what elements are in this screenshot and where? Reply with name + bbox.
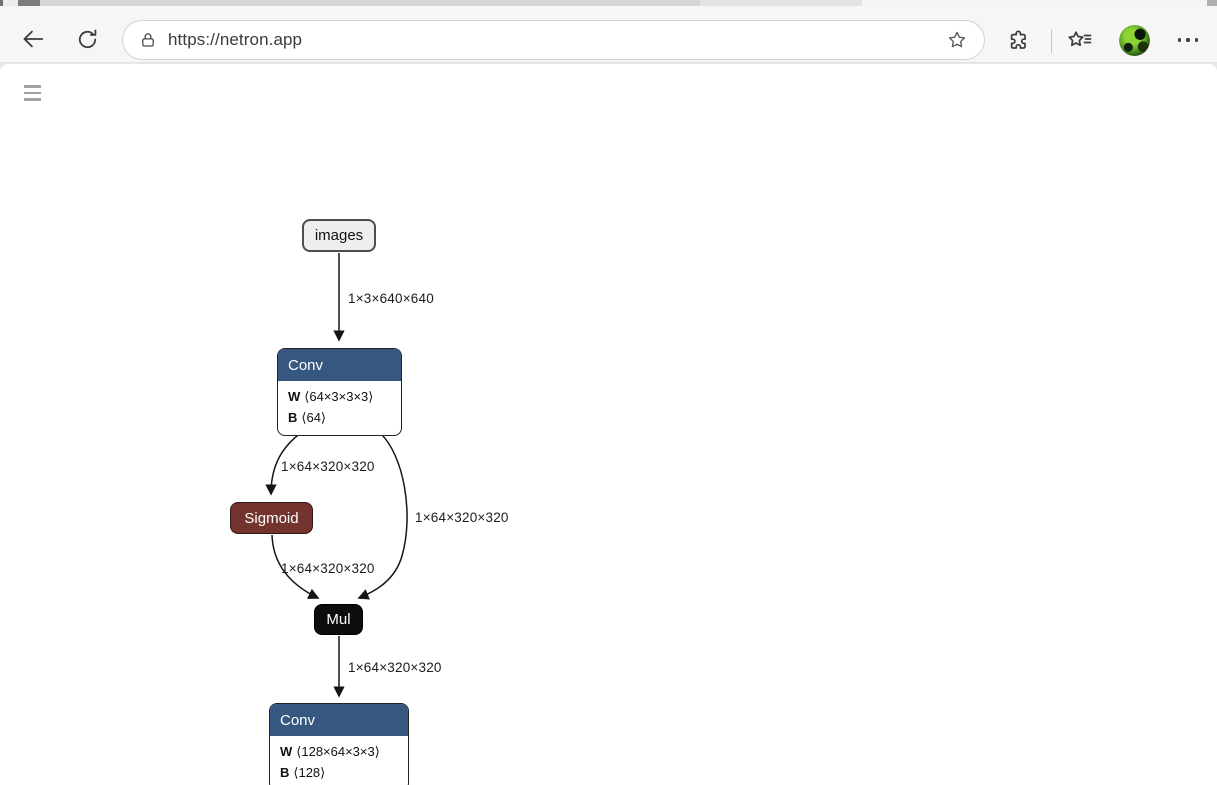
edge-conv1-to-sigmoid <box>265 431 303 496</box>
edge-label-conv1-sigmoid: 1×64×320×320 <box>281 459 375 474</box>
node-images-label: images <box>314 227 364 244</box>
refresh-button[interactable] <box>70 24 104 54</box>
node-images[interactable]: images <box>302 219 376 252</box>
node-conv1-title: Conv <box>278 349 401 381</box>
node-sigmoid-label: Sigmoid <box>244 509 299 527</box>
address-bar[interactable]: https://netron.app <box>122 20 985 60</box>
node-conv1-param-w: W⟨64×3×3×3⟩ <box>288 389 374 404</box>
url-text[interactable]: https://netron.app <box>168 30 303 49</box>
node-sigmoid[interactable]: Sigmoid <box>230 502 313 534</box>
toolbar-divider <box>1051 29 1052 53</box>
node-mul[interactable]: Mul <box>314 604 363 635</box>
menu-icon[interactable] <box>24 85 42 101</box>
node-conv1[interactable]: Conv W⟨64×3×3×3⟩ B⟨64⟩ <box>277 348 402 436</box>
add-favorite-icon[interactable] <box>946 29 968 51</box>
back-arrow-icon <box>20 26 46 52</box>
back-button[interactable] <box>16 24 50 54</box>
extensions-button[interactable] <box>1003 25 1035 55</box>
avatar-image <box>1119 25 1150 56</box>
edge-conv1-to-mul <box>357 431 408 600</box>
refresh-icon <box>75 27 100 52</box>
node-mul-label: Mul <box>326 611 351 628</box>
page-content: 1×3×640×640 1×64×320×320 1×64×320×320 1×… <box>0 64 1217 785</box>
ellipsis-icon <box>1177 38 1199 42</box>
extensions-puzzle-icon <box>1007 28 1031 52</box>
profile-avatar[interactable] <box>1119 25 1150 56</box>
browser-toolbar: https://netron.app <box>0 6 1217 63</box>
edge-label-images-conv1: 1×3×640×640 <box>348 291 434 306</box>
favorites-star-list-icon <box>1066 28 1094 52</box>
node-conv2-param-w: W⟨128×64×3×3⟩ <box>280 744 380 759</box>
graph-edges <box>265 253 408 698</box>
edge-label-mul-conv2: 1×64×320×320 <box>348 660 442 675</box>
node-conv2-title: Conv <box>270 704 408 736</box>
node-conv2-param-b: B⟨128⟩ <box>280 765 326 780</box>
favorites-button[interactable] <box>1062 25 1098 55</box>
node-conv2[interactable]: Conv W⟨128×64×3×3⟩ B⟨128⟩ <box>269 703 409 785</box>
node-conv1-param-b: B⟨64⟩ <box>288 410 326 425</box>
edge-label-conv1-mul: 1×64×320×320 <box>415 510 509 525</box>
browser-menu-button[interactable] <box>1170 25 1206 55</box>
edge-sigmoid-to-mul <box>271 534 320 599</box>
edge-label-sigmoid-mul: 1×64×320×320 <box>281 561 375 576</box>
lock-icon[interactable] <box>139 31 157 49</box>
tab-strip <box>0 0 1217 6</box>
